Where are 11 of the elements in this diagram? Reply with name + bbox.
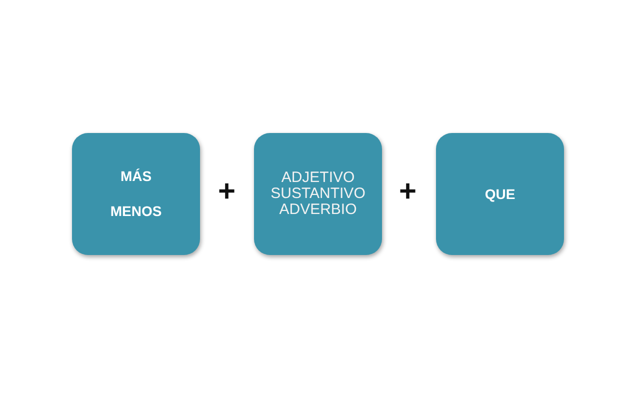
- box-text: MENOS: [110, 203, 162, 220]
- rounded-box: [254, 133, 382, 255]
- box-text: ADVERBIO: [279, 202, 357, 218]
- rounded-box: [436, 133, 564, 255]
- box-text: MÁS: [120, 168, 152, 185]
- box-text: ADJETIVO: [281, 170, 355, 186]
- rounded-box: [72, 133, 200, 255]
- plus-sign: +: [218, 177, 236, 207]
- box-text: SUSTANTIVO: [270, 186, 366, 202]
- plus-sign: +: [399, 177, 417, 207]
- box-text: QUE: [484, 186, 516, 202]
